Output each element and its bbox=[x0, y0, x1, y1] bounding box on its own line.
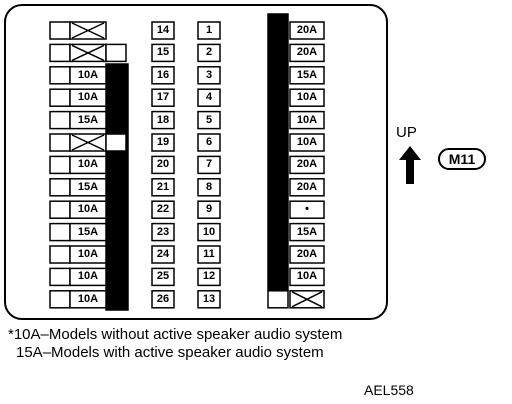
right-fuse-label: 10A bbox=[296, 270, 318, 283]
note-line-1: *10A–Models without active speaker audio… bbox=[8, 326, 343, 343]
fuse-number-a: 16 bbox=[156, 68, 170, 81]
right-fuse-label: 20A bbox=[296, 180, 318, 193]
fuse-number-b: 10 bbox=[202, 225, 216, 238]
fuse-number-a: 23 bbox=[156, 225, 170, 238]
fuse-number-b: 3 bbox=[205, 68, 213, 81]
fuse-number-b: 7 bbox=[205, 158, 213, 171]
fuse-number-a: 22 bbox=[156, 203, 170, 216]
diagram-code: AEL558 bbox=[364, 382, 414, 398]
fuse-number-a: 15 bbox=[156, 46, 170, 59]
left-fuse-label: 10A bbox=[77, 68, 99, 81]
left-fuse-label: 10A bbox=[77, 158, 99, 171]
fuse-number-b: 5 bbox=[205, 113, 213, 126]
fuse-number-b: 4 bbox=[205, 91, 213, 104]
left-fuse-label: 10A bbox=[77, 91, 99, 104]
fuse-number-a: 21 bbox=[156, 180, 170, 193]
right-fuse-label: 15A bbox=[296, 68, 318, 81]
fuse-number-b: 1 bbox=[205, 24, 213, 36]
connector-label: M11 bbox=[438, 148, 486, 170]
left-fuse-label: 10A bbox=[77, 292, 99, 305]
right-fuse-label: 20A bbox=[296, 248, 318, 260]
fuse-number-b: 13 bbox=[202, 292, 216, 305]
right-fuse-dot: • bbox=[305, 203, 309, 216]
fuse-number-b: 2 bbox=[205, 46, 213, 59]
fuse-number-a: 18 bbox=[156, 113, 170, 126]
fuse-number-a: 17 bbox=[156, 91, 170, 104]
left-fuse-label: 10A bbox=[77, 203, 99, 216]
fuse-number-b: 9 bbox=[205, 203, 213, 216]
left-fuse-label: 10A bbox=[77, 248, 99, 260]
right-fuse-label: 10A bbox=[296, 91, 318, 104]
fuse-number-b: 8 bbox=[205, 180, 213, 193]
fuse-number-b: 11 bbox=[203, 248, 215, 260]
fuse-panel bbox=[4, 4, 388, 320]
left-fuse-label: 10A bbox=[77, 270, 99, 283]
fuse-number-a: 20 bbox=[156, 158, 170, 171]
fuse-number-a: 24 bbox=[156, 248, 170, 260]
fuse-number-a: 25 bbox=[156, 270, 170, 283]
fuse-number-a: 14 bbox=[156, 24, 170, 36]
left-fuse-label: 15A bbox=[77, 225, 99, 238]
up-arrow-icon bbox=[399, 146, 421, 184]
fuse-number-a: 26 bbox=[156, 292, 170, 305]
fuse-number-a: 19 bbox=[156, 136, 170, 148]
note-line-2: 15A–Models with active speaker audio sys… bbox=[16, 344, 324, 361]
right-fuse-label: 20A bbox=[296, 158, 318, 171]
fuse-number-b: 12 bbox=[202, 270, 216, 283]
right-fuse-label: 10A bbox=[296, 136, 318, 148]
right-fuse-label: 20A bbox=[296, 46, 318, 59]
up-label: UP bbox=[396, 124, 417, 141]
left-fuse-label: 15A bbox=[77, 113, 99, 126]
fuse-number-b: 6 bbox=[205, 136, 213, 148]
right-fuse-label: 15A bbox=[296, 225, 318, 238]
right-fuse-label: 20A bbox=[296, 24, 318, 36]
left-fuse-label: 15A bbox=[77, 180, 99, 193]
right-fuse-label: 10A bbox=[296, 113, 318, 126]
